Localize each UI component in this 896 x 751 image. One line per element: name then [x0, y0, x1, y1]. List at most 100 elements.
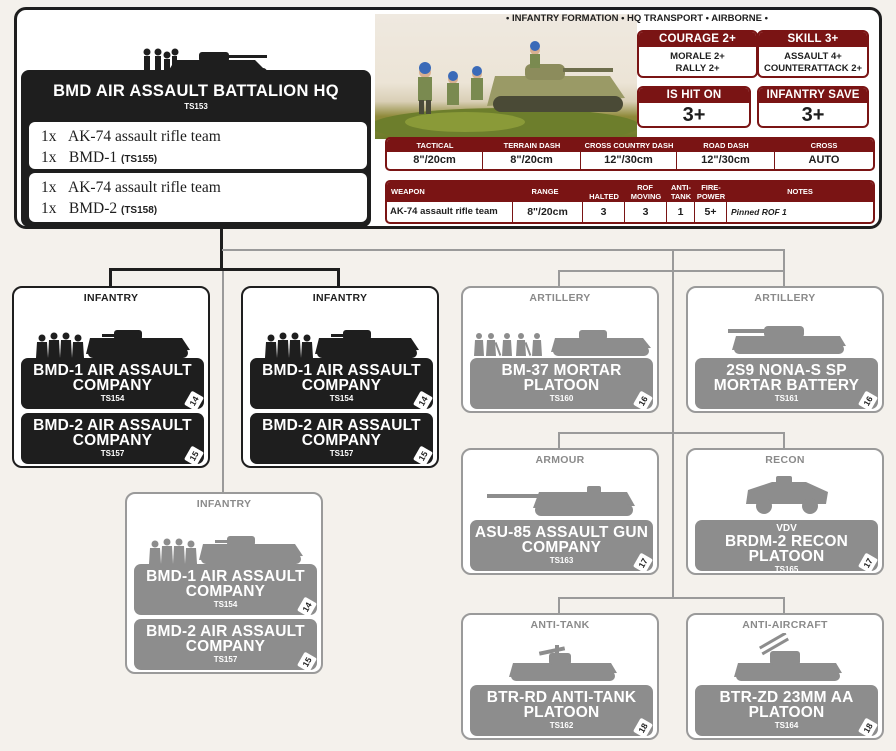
movement-header: ROAD DASH [703, 141, 749, 150]
skill-box: SKILL 3+ ASSAULT 4+ COUNTERATTACK 2+ [757, 30, 869, 78]
unit-plate[interactable]: BMD-1 AIR ASSAULT COMPANY TS154 14 [250, 358, 434, 412]
option-code: (TS158) [120, 205, 158, 216]
halted-header: HALTED [589, 192, 619, 201]
unit-card-armour[interactable]: ARMOUR ASU-85 ASSAULT GUN COMPANY TS163 … [461, 448, 659, 575]
is-hit-on-label: IS HIT ON [639, 88, 749, 103]
connector-support-bar [222, 249, 785, 251]
card-category: ANTI-AIRCRAFT [742, 619, 828, 631]
rof-header: ROF [637, 183, 653, 192]
connector-row3-bar [558, 597, 785, 599]
unit-title: BRDM-2 RECON PLATOON [725, 533, 848, 565]
unit-code: TS165 [774, 565, 799, 574]
connector-trunk [220, 228, 223, 270]
unit-plate[interactable]: BMD-2 AIR ASSAULT COMPANY TS157 15 [134, 619, 318, 673]
unit-card-anti-aircraft[interactable]: ANTI-AIRCRAFT BTR-ZD 23MM AA PLATOON TS1… [686, 613, 884, 740]
asu-85-silhouette-icon [487, 486, 635, 516]
unit-plate[interactable]: BMD-2 AIR ASSAULT COMPANY TS157 15 [21, 413, 205, 467]
unit-card-infantry-c[interactable]: INFANTRY BMD-1 AIR ASSAULT COMPANY TS154… [125, 492, 323, 674]
weapon-name: AK-74 assault rifle team [387, 202, 513, 222]
bmd-model-image [370, 41, 640, 144]
hq-model-photo [370, 14, 640, 144]
courage-box: COURAGE 2+ MORALE 2+ RALLY 2+ [637, 30, 758, 78]
connector-row2-bar [558, 432, 785, 434]
connector-anti-aircraft [783, 597, 785, 613]
weapon-firepower: 5+ [695, 202, 727, 222]
unit-plate[interactable]: BMD-1 AIR ASSAULT COMPANY TS154 14 [134, 564, 318, 618]
card-category: ARTILLERY [529, 292, 591, 304]
unit-card-artillery-2s9[interactable]: ARTILLERY 2S9 NONA-S SP MORTAR BATTERY T… [686, 286, 884, 413]
unit-code: TS154 [100, 394, 125, 403]
movement-value: 12"/30cm [581, 152, 677, 169]
skill-label: SKILL 3+ [759, 32, 867, 47]
unit-plate[interactable]: BTR-ZD 23MM AA PLATOON TS164 18 [695, 685, 879, 739]
unit-title: BMD-1 AIR ASSAULT COMPANY [262, 362, 421, 394]
unit-card-artillery-mortar[interactable]: ARTILLERY BM-37 MORTAR PLATOON TS160 16 [461, 286, 659, 413]
unit-plate[interactable]: BMD-1 AIR ASSAULT COMPANY TS154 14 [21, 358, 205, 412]
movement-header: CROSS COUNTRY DASH [584, 141, 674, 150]
assault-value: ASSAULT 4+ [784, 51, 842, 62]
btr-zd-silhouette-icon [734, 633, 842, 681]
movement-value: 8"/20cm [387, 152, 483, 169]
unit-title: 2S9 NONA-S SP MORTAR BATTERY [713, 362, 860, 394]
option-qty: 1x [41, 149, 57, 166]
infantry-save-box: INFANTRY SAVE 3+ [757, 86, 869, 128]
unit-code: TS163 [549, 556, 574, 565]
card-category: ARMOUR [535, 454, 585, 466]
notes-header: NOTES [787, 187, 813, 196]
movement-table: TACTICAL TERRAIN DASH CROSS COUNTRY DASH… [385, 137, 875, 171]
unit-plate[interactable]: BM-37 MORTAR PLATOON TS160 16 [470, 358, 654, 412]
option-line: 1x AK-74 assault rifle team [41, 126, 367, 147]
anti-tank-header: ANTI- TANK [670, 183, 692, 201]
range-header: RANGE [531, 187, 559, 196]
unit-card-infantry-a[interactable]: INFANTRY BMD-1 AIR ASSAULT COMPANY TS154… [12, 286, 210, 468]
movement-header: CROSS [810, 141, 838, 150]
connector-inf-c [222, 271, 224, 493]
unit-plate[interactable]: ASU-85 ASSAULT GUN COMPANY TS163 17 [470, 520, 654, 574]
unit-title: BMD-2 AIR ASSAULT COMPANY [262, 417, 421, 449]
is-hit-on-value: 3+ [682, 104, 706, 126]
unit-title: BMD-1 AIR ASSAULT COMPANY [33, 362, 192, 394]
unit-card-anti-tank[interactable]: ANTI-TANK BTR-RD ANTI-TANK PLATOON TS162… [461, 613, 659, 740]
connector-spine [672, 249, 674, 599]
unit-plate[interactable]: VDV BRDM-2 RECON PLATOON TS165 17 [695, 520, 879, 574]
connector-infantry-bar [109, 268, 340, 271]
unit-card-recon[interactable]: RECON VDV BRDM-2 RECON PLATOON TS165 17 [686, 448, 884, 575]
hq-panel[interactable]: BMD AIR ASSAULT BATTALION HQ TS153 1x AK… [14, 7, 882, 229]
unit-code: TS154 [213, 600, 238, 609]
weapons-header-row: WEAPON RANGE ROF HALTED MOVING ANTI- TAN… [387, 182, 873, 202]
connector-art-b [783, 249, 785, 288]
unit-code: TS154 [329, 394, 354, 403]
hq-option-1[interactable]: 1x AK-74 assault rifle team 1x BMD-1 (TS… [29, 122, 367, 169]
weapon-header: WEAPON [391, 187, 425, 196]
mortar-team-silhouette-icon [474, 330, 651, 356]
moving-header: MOVING [630, 192, 662, 201]
unit-title: BM-37 MORTAR PLATOON [501, 362, 622, 394]
connector-inf-a [109, 268, 112, 288]
option-code: (TS155) [120, 154, 158, 165]
weapon-rof-moving: 3 [625, 202, 667, 222]
unit-plate[interactable]: 2S9 NONA-S SP MORTAR BATTERY TS161 16 [695, 358, 879, 412]
morale-value: MORALE 2+ [670, 51, 725, 62]
unit-plate[interactable]: BMD-2 AIR ASSAULT COMPANY TS157 15 [250, 413, 434, 467]
firepower-header: FIRE- POWER [696, 183, 726, 201]
card-category: INFANTRY [196, 498, 252, 510]
unit-plate[interactable]: BTR-RD ANTI-TANK PLATOON TS162 18 [470, 685, 654, 739]
weapon-notes: Pinned ROF 1 [731, 207, 787, 217]
infantry-save-label: INFANTRY SAVE [759, 88, 867, 103]
unit-code: TS164 [774, 721, 799, 730]
option-name: BMD-1 [68, 149, 118, 166]
unit-title: BTR-ZD 23MM AA PLATOON [719, 689, 854, 721]
2s9-silhouette-icon [728, 326, 846, 354]
unit-title: BMD-2 AIR ASSAULT COMPANY [33, 417, 192, 449]
movement-value-row: 8"/20cm 8"/20cm 12"/30cm 12"/30cm AUTO [387, 152, 873, 169]
weapon-range: 8"/20cm [513, 202, 583, 222]
option-line: 1x BMD-2 (TS158) [41, 198, 367, 219]
unit-card-infantry-b[interactable]: INFANTRY BMD-1 AIR ASSAULT COMPANY TS154… [241, 286, 439, 468]
unit-title: BMD-1 AIR ASSAULT COMPANY [146, 568, 305, 600]
movement-header-row: TACTICAL TERRAIN DASH CROSS COUNTRY DASH… [387, 139, 873, 152]
hq-option-2[interactable]: 1x AK-74 assault rifle team 1x BMD-2 (TS… [29, 173, 367, 222]
formation-tags: • INFANTRY FORMATION • HQ TRANSPORT • AI… [506, 13, 768, 24]
weapon-rof-halted: 3 [583, 202, 625, 222]
connector-armour [558, 432, 560, 450]
connector-art-a [558, 270, 560, 288]
